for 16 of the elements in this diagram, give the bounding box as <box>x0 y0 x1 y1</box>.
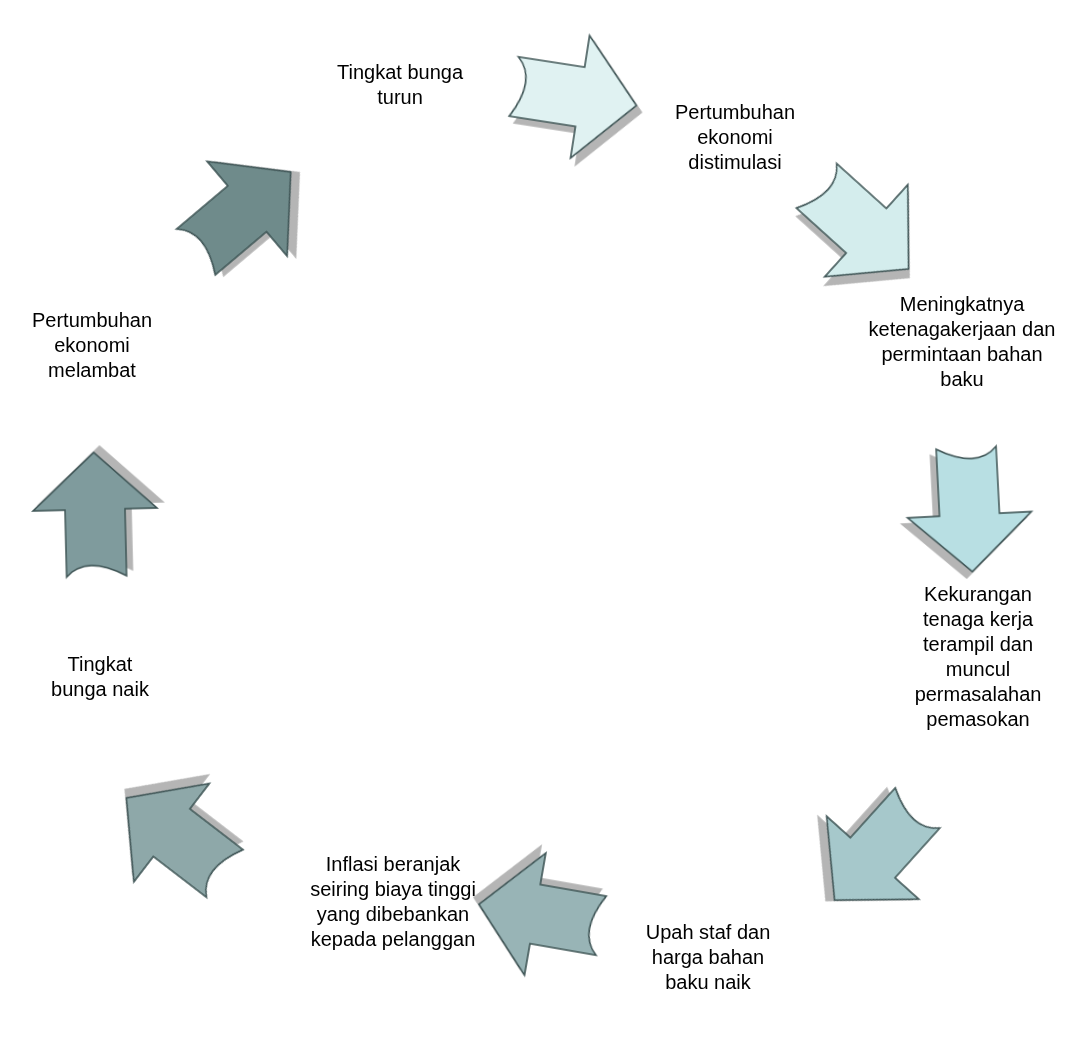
block-arrow <box>478 852 608 976</box>
block-arrow <box>795 162 910 278</box>
cycle-step-label: Pertumbuhan ekonomi melambat <box>30 307 154 383</box>
cycle-step-label: Pertumbuhan ekonomi distimulasi <box>673 99 797 175</box>
block-arrow <box>32 451 158 578</box>
block-arrow <box>825 787 941 901</box>
block-arrow <box>125 782 244 899</box>
block-arrow <box>508 34 638 159</box>
cycle-step-label: Upah staf dan harga bahan baku naik <box>644 919 772 995</box>
block-arrow <box>906 445 1033 573</box>
cycle-step-label: Tingkat bunga turun <box>336 60 464 110</box>
cycle-step-label: Inflasi beranjak seiring biaya tinggi yang dibebankan kepada pelanggan <box>309 852 477 952</box>
cycle-step-label: Meningkatnya ketenagakerjaan dan permintaan bahan baku <box>867 292 1057 392</box>
cycle-step-label: Kekurangan tenaga kerja terampil dan muncul permasalahan pemasokan <box>913 582 1043 732</box>
block-arrow <box>175 160 292 276</box>
cycle-step-label: Tingkat bunga naik <box>50 652 150 702</box>
